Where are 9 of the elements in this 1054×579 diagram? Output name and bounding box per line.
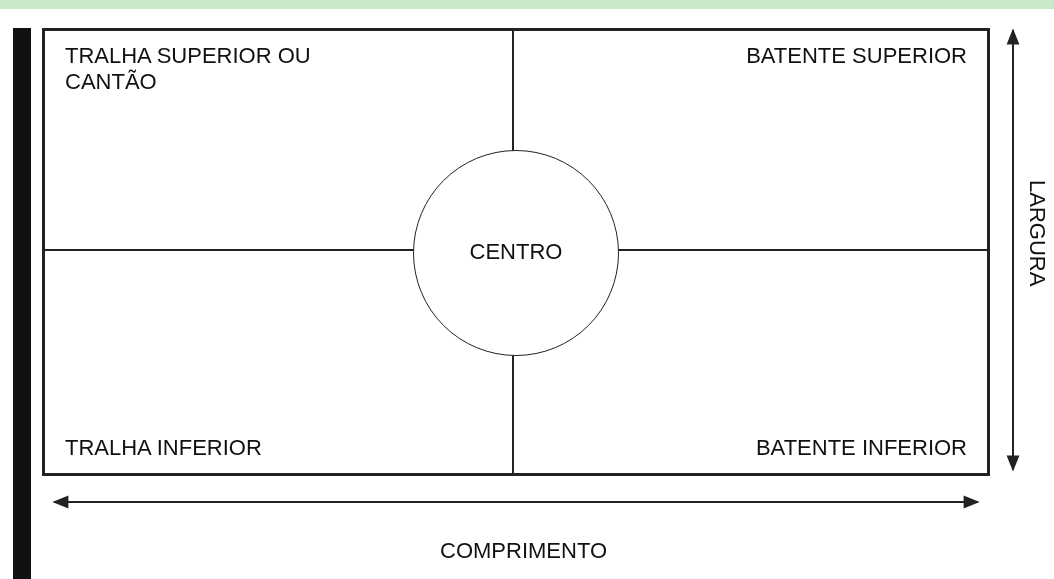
flag-pole xyxy=(13,28,31,579)
quadrant-label: TRALHA SUPERIOR OU CANTÃO xyxy=(65,43,315,95)
center-label: CENTRO xyxy=(468,239,564,265)
quadrant-label: BATENTE SUPERIOR xyxy=(711,43,967,69)
flag-outline xyxy=(42,28,990,476)
dimension-label: COMPRIMENTO xyxy=(440,538,608,564)
quadrant-label: BATENTE INFERIOR xyxy=(711,435,967,461)
quadrant-label: TRALHA INFERIOR xyxy=(65,435,315,461)
dimension-label: LARGURA xyxy=(1024,180,1050,287)
